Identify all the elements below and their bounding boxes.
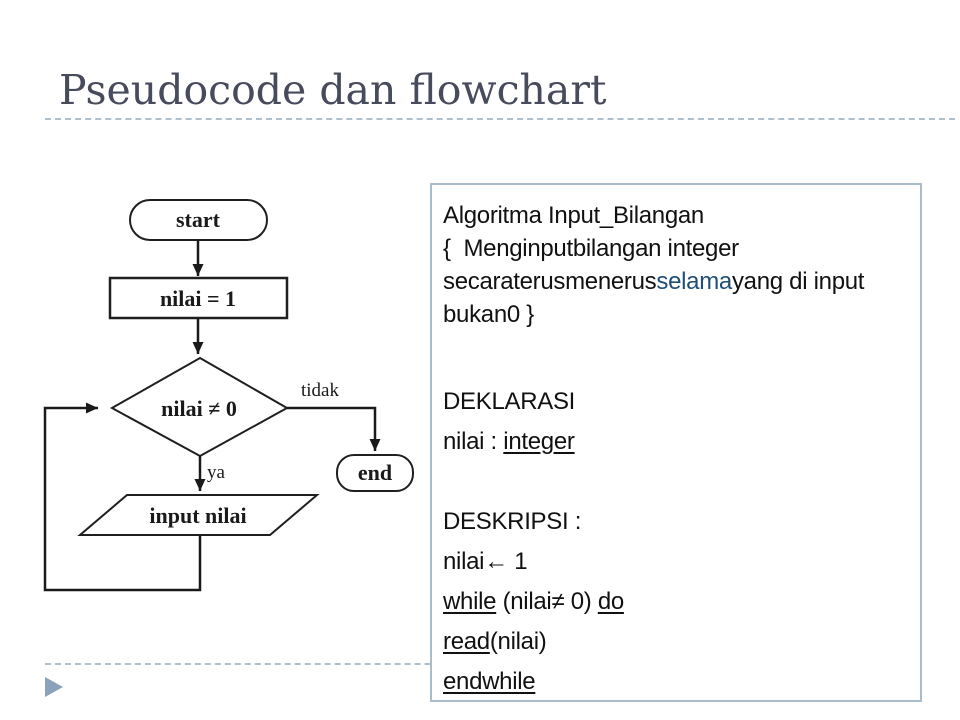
code-keyword: while [443,588,497,615]
code-text: Algoritma Input_Bilangan [443,202,704,229]
code-text: nilai : [443,428,504,455]
end-node [336,454,414,492]
code-line: Algoritma Input_Bilangan [443,199,912,232]
code-line: secaraterusmenerusselamayang di input [443,265,912,298]
decision-node-label: nilai ≠ 0 [161,396,237,421]
code-line: nilai : integer [443,422,912,462]
input-node [77,494,320,536]
code-text: bukan0 } [443,301,535,328]
arrow-loop-back [43,402,202,592]
pseudocode-lines: Algoritma Input_Bilangan { Menginputbilan… [443,199,912,702]
code-line: nilai← 1 [443,542,912,582]
code-line: bukan0 } [443,298,912,331]
code-line: { Menginputbilangan integer [443,232,912,265]
end-node-label: end [358,460,392,485]
process-node-label: nilai = 1 [160,286,236,311]
code-text: DESKRIPSI : [443,508,582,535]
code-keyword: integer [503,428,575,455]
code-keyword: do [597,588,624,615]
code-line: read(nilai) [443,622,912,662]
code-keyword: read [443,628,490,655]
arrow-decision-to-end [287,406,381,451]
code-line: DEKLARASI [443,382,912,422]
start-node-label: start [176,207,221,232]
code-line: DESKRIPSI : [443,502,912,542]
code-text: { Menginputbilangan integer [443,235,739,262]
code-text: (nilai≠ 0) [496,588,598,615]
code-text: nilai← 1 [443,548,528,575]
code-text: yang di input [731,268,865,295]
code-line: while (nilai≠ 0) do [443,582,912,622]
branch-no-label: tidak [301,380,339,401]
input-node-label: input nilai [149,503,246,528]
branch-yes-label: ya [207,462,226,483]
code-blank-line [443,331,912,382]
code-blank-line [443,462,912,502]
page-title: Pseudocode dan flowchart [59,66,607,114]
code-keyword-blue: selama [656,268,732,295]
code-text: secaraterusmenerus [443,268,657,295]
title-divider-dashed [45,118,955,120]
footer-arrow-icon [45,677,63,697]
code-line: endwhile [443,662,912,702]
code-keyword: endwhile [443,668,536,695]
pseudocode-box: Algoritma Input_Bilangan { Menginputbilan… [430,183,922,702]
flowchart-image: start nilai = 1 nilai ≠ 0 tidak end ya i… [43,199,414,592]
code-text: (nilai) [489,628,547,655]
code-text: DEKLARASI [443,388,576,415]
